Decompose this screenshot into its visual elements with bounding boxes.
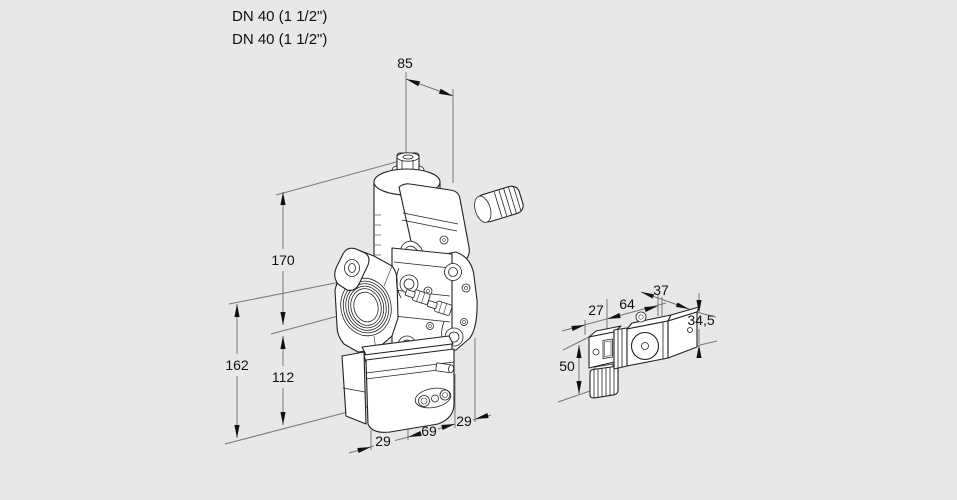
test-nipple-1 [404, 289, 431, 305]
test-nipple-2 [426, 300, 453, 316]
solenoid-coil-drawing [588, 306, 700, 399]
main-view-dimension-labels: 85 170 162 112 29 69 29 [225, 55, 472, 449]
side-view-dimension-arrows [571, 292, 702, 394]
dim-top-width-label: 85 [397, 55, 413, 71]
header: DN 40 (1 1/2") DN 40 (1 1/2") [232, 8, 327, 48]
dim-coil-height-label: 34,5 [687, 312, 714, 328]
dim-coil-length-label: 64 [619, 296, 635, 312]
coil-top-dome [635, 311, 647, 323]
dim-bottom-right-label: 29 [456, 413, 472, 429]
side-nipple [435, 362, 455, 374]
valve-drawing [334, 152, 524, 433]
dim-bottom-left-label: 29 [375, 433, 391, 449]
size-designation-line2: DN 40 (1 1/2") [232, 31, 327, 48]
side-view-dimension-labels: 27 64 37 34,5 50 [559, 282, 715, 374]
ribbed-plug [474, 185, 524, 223]
size-designation-line1: DN 40 (1 1/2") [232, 8, 327, 25]
dim-bottom-center-label: 69 [421, 423, 437, 439]
dim-connector-width-label: 27 [588, 302, 604, 318]
dim-lower-height-label: 112 [272, 369, 295, 385]
dim-flange-height-label: 162 [225, 357, 249, 373]
dim-connector-height-label: 50 [559, 358, 575, 374]
valve-body [334, 247, 478, 357]
regulator-block [341, 335, 455, 433]
main-view-dimension-arrows [234, 79, 489, 453]
dim-total-height-label: 170 [271, 252, 295, 268]
dim-coil-depth-label: 37 [653, 282, 669, 298]
